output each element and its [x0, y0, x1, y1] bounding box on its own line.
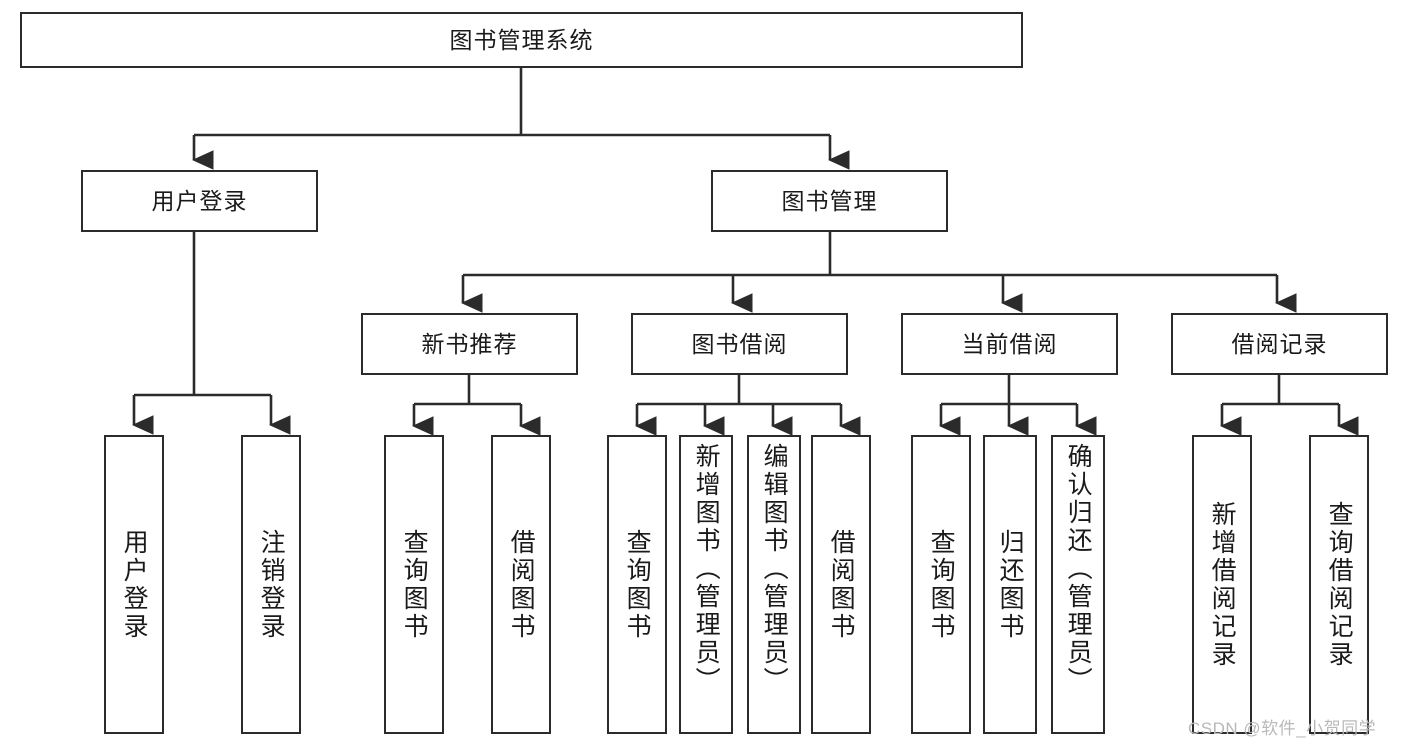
leaf-new-book-borrow-books[interactable]: 借阅图书 — [491, 435, 551, 734]
leaf-book-borrow-add-book-admin[interactable]: 新增图书（管理员） — [679, 435, 733, 734]
node-label: 借阅记录 — [1231, 330, 1328, 357]
leaf-borrow-record-add-record[interactable]: 新增借阅记录 — [1192, 435, 1252, 734]
node-book-management[interactable]: 图书管理 — [711, 170, 948, 232]
leaf-label: 查询借阅记录 — [1325, 500, 1354, 669]
leaf-label: 借阅图书 — [827, 528, 856, 641]
leaf-label: 编辑图书（管理员） — [760, 443, 789, 695]
node-label: 当前借阅 — [961, 330, 1058, 357]
leaf-label: 用户登录 — [120, 528, 149, 641]
csdn-watermark: CSDN @软件_小贺同学 — [1188, 719, 1377, 738]
leaf-label: 新增借阅记录 — [1208, 500, 1237, 669]
leaf-user-login-login[interactable]: 用户登录 — [104, 435, 164, 734]
leaf-label: 查询图书 — [623, 528, 652, 641]
node-label: 图书借阅 — [691, 330, 788, 357]
leaf-label: 确认归还（管理员） — [1064, 443, 1093, 695]
leaf-book-borrow-edit-book-admin[interactable]: 编辑图书（管理员） — [747, 435, 801, 734]
node-borrowing-records[interactable]: 借阅记录 — [1171, 313, 1388, 375]
leaf-label: 查询图书 — [927, 528, 956, 641]
node-current-borrowing[interactable]: 当前借阅 — [901, 313, 1118, 375]
leaf-new-book-search-books[interactable]: 查询图书 — [384, 435, 444, 734]
node-user-login[interactable]: 用户登录 — [81, 170, 318, 232]
node-label: 图书管理系统 — [449, 26, 594, 53]
leaf-label: 注销登录 — [257, 528, 286, 641]
leaf-current-borrow-return-books[interactable]: 归还图书 — [983, 435, 1037, 734]
leaf-user-login-logout[interactable]: 注销登录 — [241, 435, 301, 734]
node-book-borrowing[interactable]: 图书借阅 — [631, 313, 848, 375]
leaf-borrow-record-search-record[interactable]: 查询借阅记录 — [1309, 435, 1369, 734]
leaf-current-borrow-search-books[interactable]: 查询图书 — [911, 435, 971, 734]
node-label: 用户登录 — [151, 187, 248, 214]
node-label: 新书推荐 — [421, 330, 518, 357]
leaf-label: 借阅图书 — [507, 528, 536, 641]
leaf-book-borrow-search-books[interactable]: 查询图书 — [607, 435, 667, 734]
leaf-book-borrow-borrow-books[interactable]: 借阅图书 — [811, 435, 871, 734]
leaf-label: 查询图书 — [400, 528, 429, 641]
node-label: 图书管理 — [781, 187, 878, 214]
leaf-current-borrow-confirm-return-admin[interactable]: 确认归还（管理员） — [1051, 435, 1105, 734]
node-new-book-recommendation[interactable]: 新书推荐 — [361, 313, 578, 375]
leaf-label: 归还图书 — [996, 528, 1025, 641]
leaf-label: 新增图书（管理员） — [692, 443, 721, 695]
node-root-book-management-system[interactable]: 图书管理系统 — [20, 12, 1023, 68]
